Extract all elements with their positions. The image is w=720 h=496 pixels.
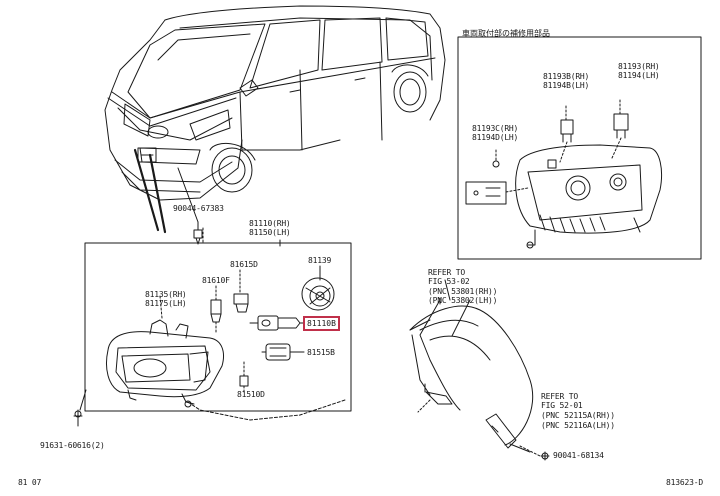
label-bottom-screw: 91631-60616(2) <box>40 441 105 450</box>
label-side-rh: 81135(RH) <box>145 290 187 299</box>
label-car-clip: 90044-67383 <box>173 204 224 213</box>
label-ref1-a: REFER TO <box>428 268 465 277</box>
vehicle-illustration <box>104 5 446 234</box>
label-inset-top-lh: 81194(LH) <box>618 71 660 80</box>
footer-right: 813623-D <box>666 478 703 487</box>
inset-title: 車両取付部の補修用部品 <box>462 29 550 38</box>
label-socket-81515b: 81515B <box>307 348 335 357</box>
label-side-lh: 81175(LH) <box>145 299 187 308</box>
label-retainer: 81139 <box>308 256 332 265</box>
lower-bracket <box>485 413 550 461</box>
label-bracket-screw: 90041-68134 <box>553 451 604 460</box>
label-inset-c-rh: 81193C(RH) <box>472 124 519 133</box>
bulb-81610f <box>210 285 222 333</box>
label-bulb-81510d: 81510D <box>237 390 265 399</box>
inset-clip-top <box>611 99 629 159</box>
label-bulb-81610f: 81610F <box>202 276 230 285</box>
inset-clip-c <box>465 149 529 205</box>
label-inset-top-rh: 81193(RH) <box>618 62 660 71</box>
label-inset-b-lh: 81194B(LH) <box>543 81 590 90</box>
label-ref2-d: (PNC 52116A(LH)) <box>541 421 615 430</box>
label-ref2-a: REFER TO <box>541 392 578 401</box>
clip-90044 <box>193 221 203 245</box>
label-inset-b-rh: 81193B(RH) <box>543 72 590 81</box>
label-ref2-b: FIG 52-01 <box>541 401 583 410</box>
headlamp-assembly <box>106 295 224 408</box>
inset-headlamp-rear <box>515 144 663 249</box>
label-ref1-b: FIG 53-02 <box>428 277 470 286</box>
label-inset-d-lh: 81194D(LH) <box>472 133 519 142</box>
fender-panel <box>409 279 534 446</box>
footer-left: 81 07 <box>18 478 42 487</box>
socket-81615d <box>233 269 249 313</box>
label-ref1-d: (PNC 53802(LH)) <box>428 296 498 305</box>
main-bulb <box>249 315 307 331</box>
label-headlamp-rh: 81110(RH) <box>249 219 291 228</box>
label-ref2-c: (PNC 52115A(RH)) <box>541 411 615 420</box>
label-headlamp-lh: 81150(LH) <box>249 228 291 237</box>
inset-box <box>457 36 702 260</box>
highlighted-part-number[interactable]: 81110B <box>303 316 340 331</box>
parts-box <box>84 242 352 412</box>
bulb-retainer-81139 <box>301 265 335 311</box>
socket-81515b <box>261 343 305 361</box>
inset-clip-b <box>559 105 574 163</box>
bulb-81510d <box>239 361 249 395</box>
label-ref1-c: (PNC 53801(RH)) <box>428 287 498 296</box>
label-socket-81615d: 81615D <box>230 260 258 269</box>
